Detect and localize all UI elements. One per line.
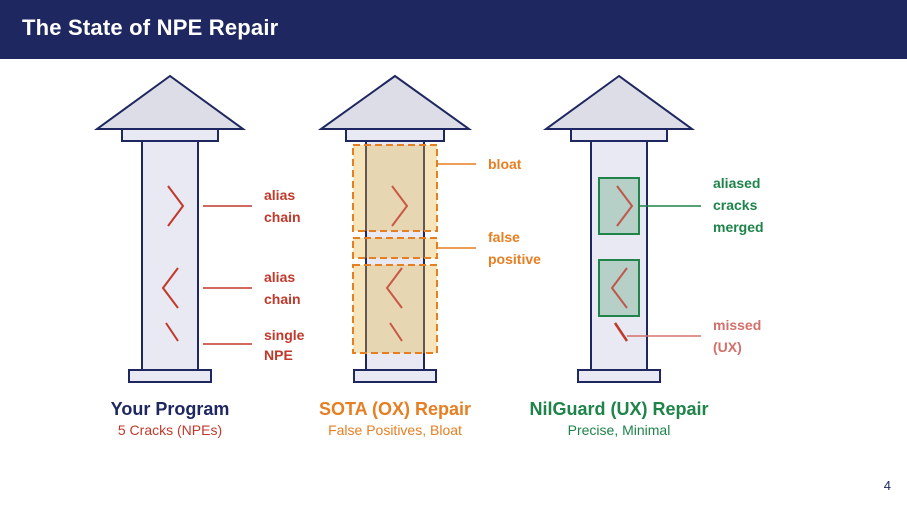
patch-box: [352, 237, 438, 259]
crack-mark: [161, 267, 179, 309]
column-subtitle: Precise, Minimal: [568, 422, 671, 438]
callout-label: alias: [264, 269, 295, 285]
pillar-your-program: alias chain alias chain single NPE Your …: [93, 74, 305, 438]
column-title: SOTA (OX) Repair: [319, 399, 471, 419]
crack-mark: [385, 267, 403, 309]
callout-label: (UX): [713, 339, 742, 355]
callout-label: false: [488, 229, 520, 245]
pillar-roof: [542, 74, 696, 130]
pillar-roof: [93, 74, 247, 130]
patch-box: [598, 259, 640, 317]
crack-mark: [616, 185, 634, 227]
callout-label: missed: [713, 317, 761, 333]
pillar-base: [128, 369, 212, 383]
pillar-capital: [570, 128, 668, 142]
pillar-capital: [121, 128, 219, 142]
crack-mark: [167, 185, 185, 227]
column-title: Your Program: [111, 399, 230, 419]
column-subtitle: False Positives, Bloat: [328, 422, 462, 438]
pillar-capital: [345, 128, 445, 142]
callout-label: chain: [264, 209, 301, 225]
pillar-base: [353, 369, 437, 383]
callout-label: chain: [264, 291, 301, 307]
callout-label: cracks: [713, 197, 758, 213]
pillar-shaft: [590, 140, 648, 371]
crack-mark: [389, 322, 403, 342]
pillar-roof: [317, 74, 473, 130]
page-number: 4: [883, 478, 891, 493]
pillar-shaft: [141, 140, 199, 371]
column-title: NilGuard (UX) Repair: [529, 399, 708, 419]
callout-label: alias: [264, 187, 295, 203]
pillar-nilguard-repair: aliased cracks merged missed (UX) NilGua…: [529, 74, 764, 438]
crack-mark: [613, 322, 629, 342]
crack-mark: [391, 185, 409, 227]
pillar-sota-repair: bloat false positive SOTA (OX) Repair Fa…: [317, 74, 541, 438]
patch-box: [352, 264, 438, 354]
patch-box: [352, 144, 438, 232]
callout-label: positive: [488, 251, 541, 267]
callout-label: aliased: [713, 175, 760, 191]
pillar-base: [577, 369, 661, 383]
slide-title: The State of NPE Repair: [22, 15, 279, 40]
slide-header: The State of NPE Repair: [0, 0, 907, 59]
callout-label: bloat: [488, 156, 522, 172]
callout-label: NPE: [264, 347, 293, 363]
callout-label: merged: [713, 219, 764, 235]
column-subtitle: 5 Cracks (NPEs): [118, 422, 222, 438]
crack-mark: [610, 267, 628, 309]
callout-label: single: [264, 327, 305, 343]
crack-mark: [165, 322, 179, 342]
